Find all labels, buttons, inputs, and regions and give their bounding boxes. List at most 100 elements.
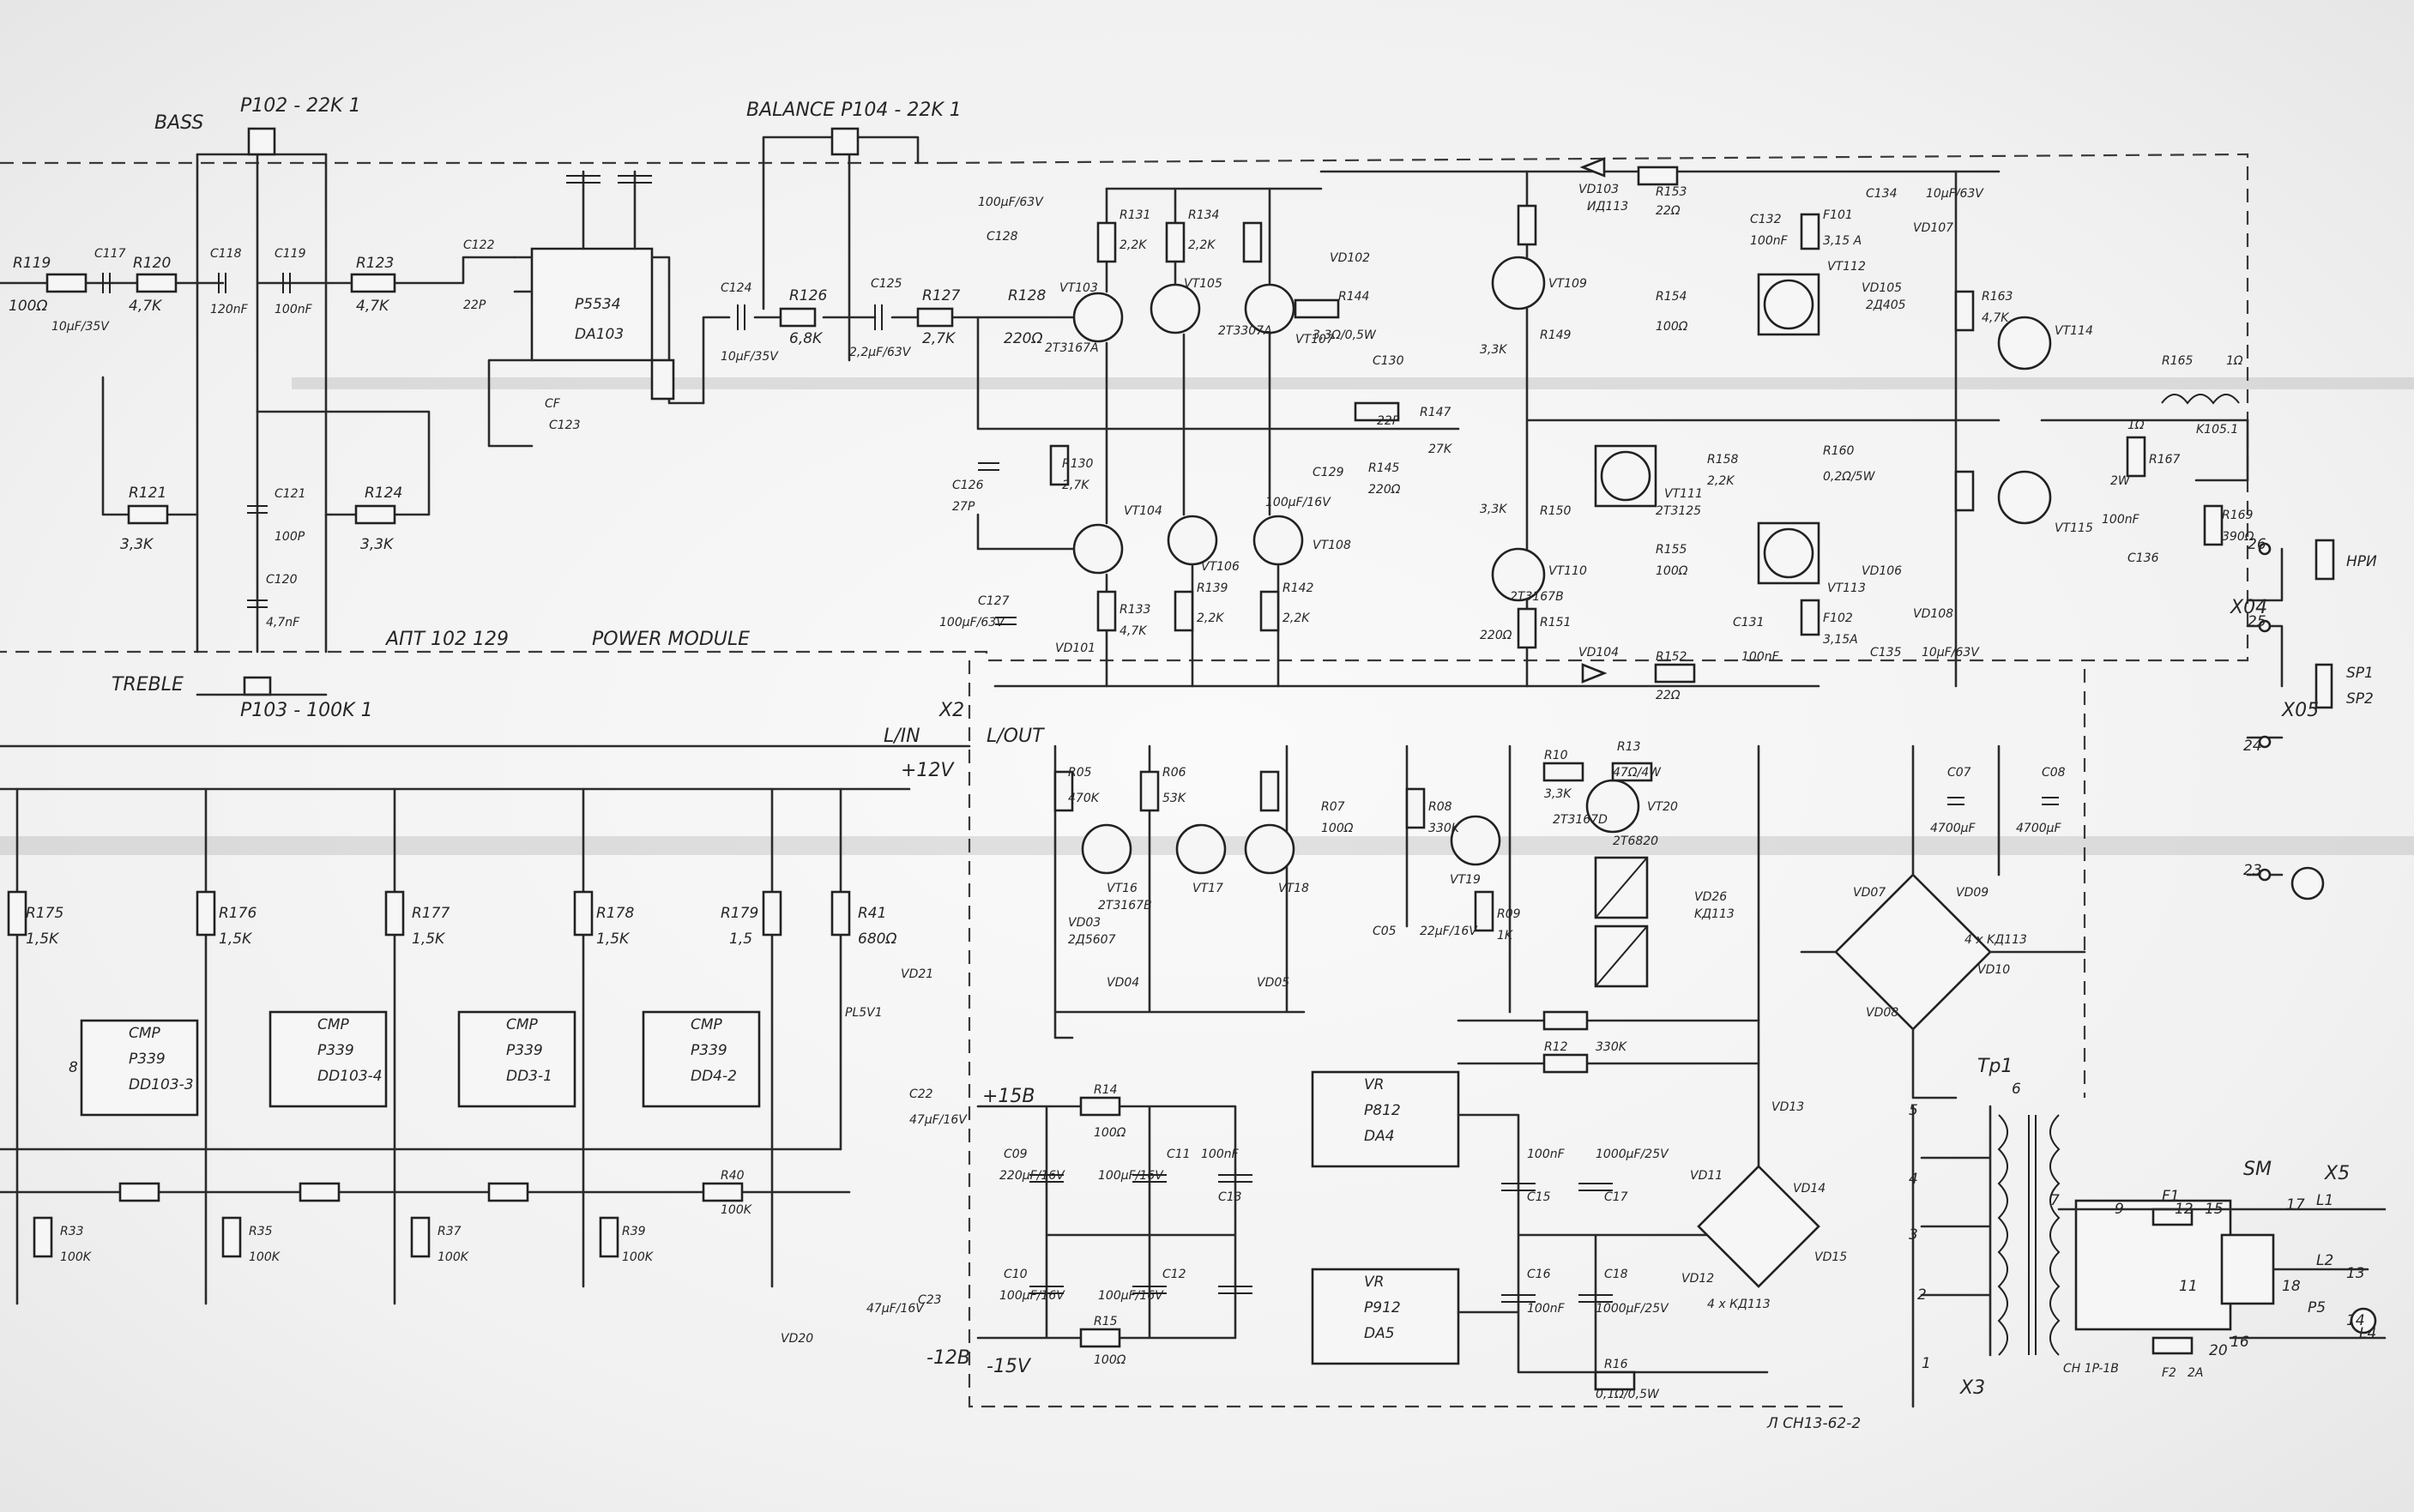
label-vd102: VD102 [1330,251,1370,265]
resistor-r120 [136,273,178,293]
headphone-jack[interactable] [2314,539,2335,581]
label-r134-val: 2,2K [1188,238,1216,252]
label-r07: R07 [1321,800,1345,814]
label-c126-val: 27P [952,500,975,514]
transistor-vt18 [1244,823,1295,875]
label-r154-val: 100Ω [1656,320,1688,334]
label-out-l2: L2 [2316,1252,2333,1269]
label-c132: C132 [1750,213,1782,226]
label-vd04: VD04 [1107,976,1139,990]
mains-switch[interactable] [2220,1233,2275,1305]
opamp-p5534 [487,170,705,448]
label-r09: R09 [1497,907,1521,921]
label-vt108: VT108 [1313,539,1351,552]
label-treble-pot: P103 - 100K 1 [240,700,373,721]
label-pin-17: 17 [2286,1196,2305,1214]
label-module-code: АПТ 102 129 [384,629,509,650]
pin-25[interactable] [2258,619,2272,633]
label-r14: R14 [1094,1083,1118,1097]
label-r167: R167 [2149,453,2181,467]
label-c122: C122 [463,238,495,252]
label-r05-val: 470K [1068,792,1101,805]
ground-terminal[interactable] [2290,866,2325,901]
pin-24[interactable] [2258,735,2272,749]
label-vd20: VD20 [781,1332,813,1346]
fuse-f2 [2151,1336,2194,1355]
label-r145: R145 [1368,461,1400,475]
label-type-1: 2T3167A [1045,341,1099,355]
label-r37-val: 100K [438,1250,470,1264]
input-section [0,127,516,696]
label-r133: R133 [1119,603,1150,617]
transformer-section [1911,1105,2387,1408]
label-r06: R06 [1162,766,1186,780]
label-r139: R139 [1197,581,1228,595]
fuse-f101 [1800,213,1820,250]
label-c13-val: 100nF [1201,1148,1240,1161]
label-c10: C10 [1004,1268,1028,1281]
label-c18: C18 [1604,1268,1628,1281]
label-c120: C120 [266,573,298,587]
label-ic-dd103-3: DD103-3 [129,1076,194,1093]
label-vd107: VD107 [1913,221,1953,235]
label-reg-vr-1: VR [1364,1076,1384,1093]
pot-bass[interactable] [247,127,276,156]
label-vd14: VD14 [1793,1182,1826,1196]
label-ic-tag-3: СМР [506,1016,539,1033]
label-r177: R177 [412,905,450,922]
transistor-vt110 [1491,547,1546,602]
label-vd15: VD15 [1814,1250,1847,1264]
label-c17-val: 1000μF/25V [1596,1148,1669,1161]
label-diode-type-5: PL5V1 [845,1006,883,1020]
label-treble: TREBLE [112,674,184,696]
label-r151-val: 220Ω [1480,629,1512,642]
label-l-in: L/IN [884,726,920,747]
diode-vd104 [1581,663,1608,684]
pin-23[interactable] [2258,868,2272,882]
label-pin-11: 11 [2179,1278,2198,1295]
label-ic-dd103-4: DD103-4 [317,1068,383,1085]
label-c136-val: 100nF [2102,513,2140,527]
transistor-vt114 [1997,316,2052,370]
label-r123-val: 4,7K [356,298,390,315]
label-r147-val: 27K [1428,443,1453,456]
label-r13-val: 47Ω/4W [1613,766,1662,780]
label-r158: R158 [1707,453,1739,467]
pot-treble[interactable] [243,676,272,696]
label-bass-pot: P102 - 22K 1 [240,95,361,117]
label-r08: R08 [1428,800,1452,814]
label-vd12: VD12 [1681,1272,1714,1286]
label-c134-val: 10μF/63V [1926,187,1984,201]
label-vd09: VD09 [1956,886,1989,900]
label-vt113: VT113 [1827,581,1866,595]
label-r142: R142 [1282,581,1314,595]
label-pin-25: 25 [2248,613,2266,630]
label-c05-val: 22μF/16V [1420,925,1478,938]
label-pin-7: 7 [2050,1192,2060,1209]
speaker-terminal[interactable] [2314,663,2333,709]
label-c134: C134 [1866,187,1898,201]
label-r176: R176 [219,905,256,922]
label-pin-3: 3 [1909,1226,1918,1244]
label-vd103: VD103 [1578,183,1619,196]
capacitor-c117 [102,273,111,293]
label-pin-16: 16 [2230,1334,2249,1351]
label-f2-val: 2A [2188,1366,2203,1380]
label-relay: K105.1 [2196,423,2238,437]
label-c130: C130 [1373,354,1404,368]
pot-balance[interactable] [830,127,860,156]
label-r152: R152 [1656,650,1687,664]
label-r179-val: 1,5 [729,931,752,948]
label-r128-val: 220Ω [1004,330,1042,347]
label-c08-val: 4700μF [2016,822,2062,835]
label-vd13: VD13 [1771,1100,1804,1114]
label-r13: R13 [1617,740,1641,754]
label-balance: BALANCE P104 - 22K 1 [746,99,962,121]
label-r128: R128 [1008,287,1046,304]
pin-26[interactable] [2258,542,2272,556]
label-diode-type-2: ИД113 [1587,200,1628,214]
label-r154: R154 [1656,290,1687,304]
transistor-vt115 [1997,470,2052,525]
label-c132-val: 100nF [1750,234,1789,248]
label-r150-val: 3,3K [1480,503,1508,516]
